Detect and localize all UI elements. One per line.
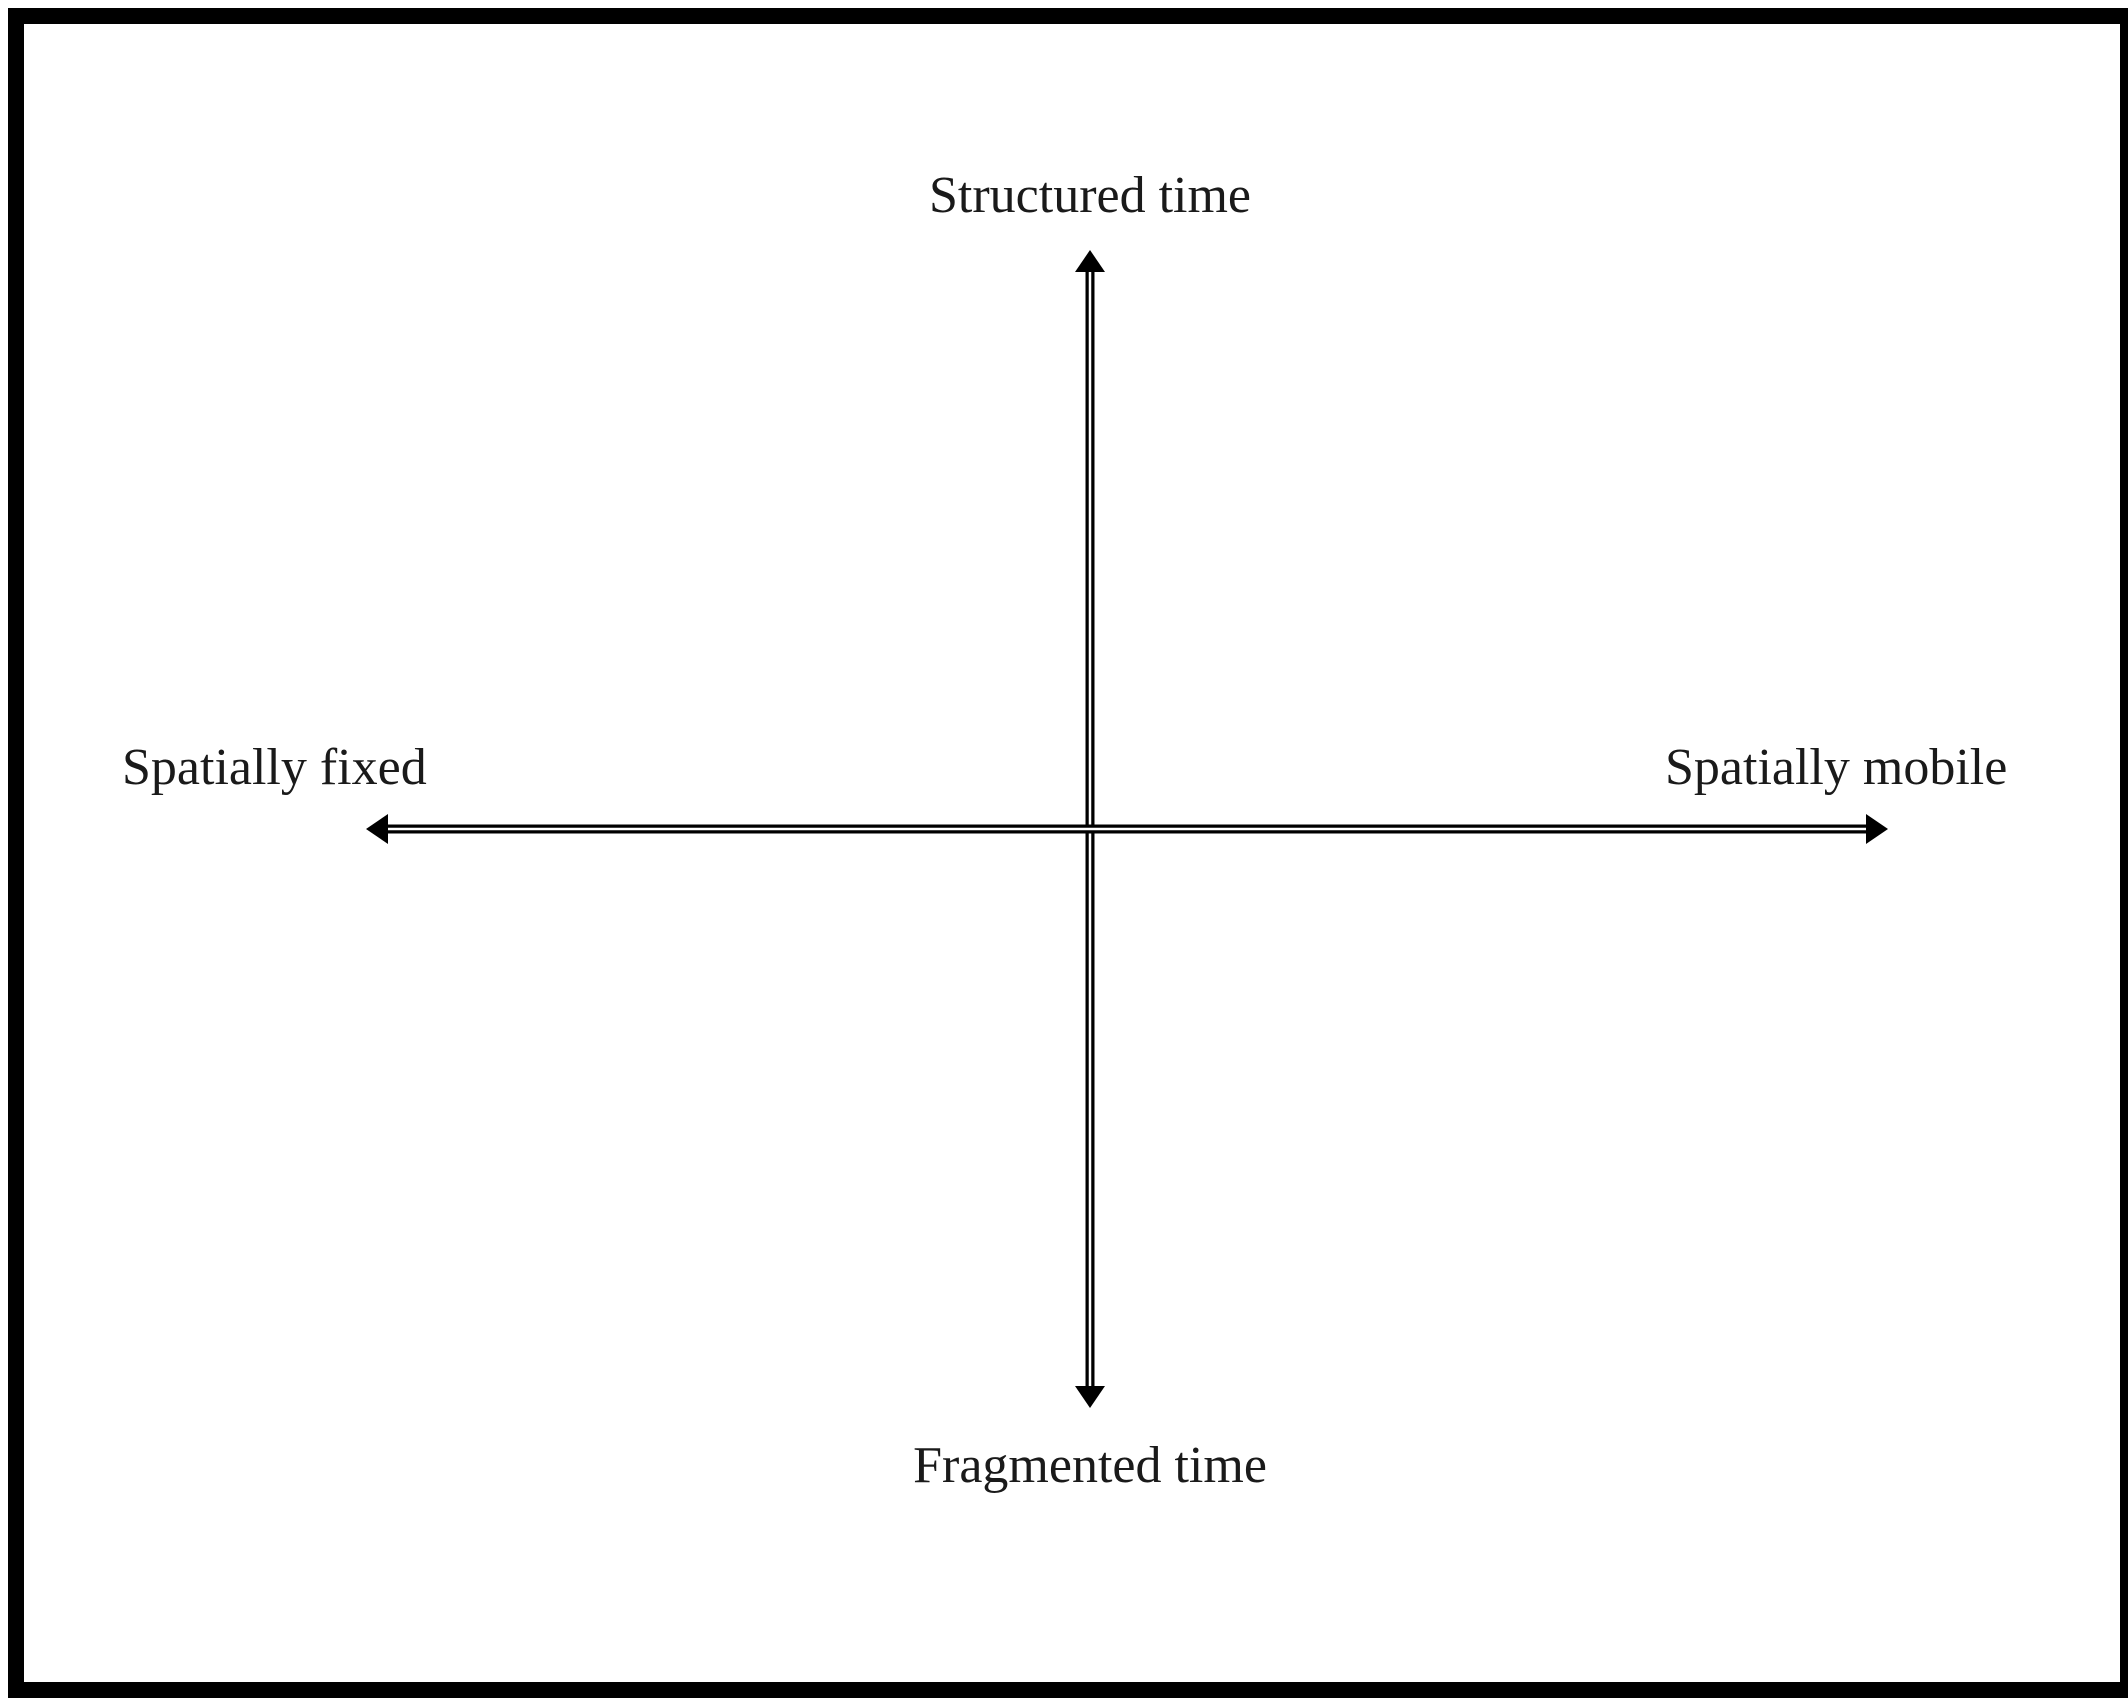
arrow-right-icon <box>1866 814 1888 844</box>
label-structured-time: Structured time <box>928 167 1252 224</box>
arrow-left-icon <box>366 814 388 844</box>
label-spatially-mobile: Spatially mobile <box>1665 739 2008 796</box>
label-fragmented-time: Fragmented time <box>913 1437 1267 1494</box>
label-spatially-fixed: Spatially fixed <box>122 739 427 796</box>
arrow-up-icon <box>1075 250 1105 272</box>
horizontal-axis <box>366 814 1888 844</box>
arrow-down-icon <box>1075 1386 1105 1408</box>
